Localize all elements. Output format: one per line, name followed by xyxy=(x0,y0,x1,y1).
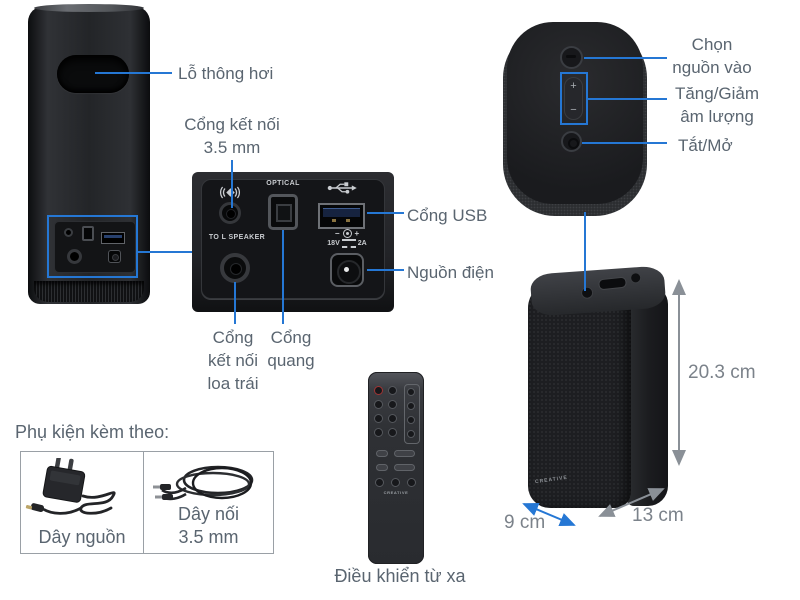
current-label: 2A xyxy=(357,240,367,247)
left-speaker-port-label: TO L SPEAKER xyxy=(208,234,266,241)
label-line: Cổng xyxy=(212,328,254,347)
remote-button xyxy=(388,386,397,395)
dc-symbol-icon xyxy=(341,239,356,248)
polarity-icon: − + xyxy=(322,229,372,238)
aux-35mm-jack xyxy=(219,202,241,224)
accessory-power-cable: Dây nguồn xyxy=(21,452,143,553)
mini-aux-jack xyxy=(64,228,73,237)
remote-treble-minus xyxy=(376,450,388,457)
remote-button xyxy=(374,428,383,437)
label-line: nguồn vào xyxy=(672,58,752,77)
remote-button xyxy=(374,400,383,409)
callout-optical: Cổng quang xyxy=(263,326,319,372)
label-line: Cổng xyxy=(270,328,312,347)
polarity-plus: + xyxy=(354,229,360,238)
remote-bass-plus xyxy=(394,464,415,471)
remote-button xyxy=(407,388,415,396)
remote-button xyxy=(388,428,397,437)
remote-button xyxy=(374,414,383,423)
callout-volume: Tăng/Giảm âm lượng xyxy=(667,82,767,128)
usb-contact xyxy=(346,219,350,222)
dimension-height: 20.3 cm xyxy=(688,362,756,383)
usb-icon xyxy=(327,182,357,194)
callout-vent: Lỗ thông hơi xyxy=(178,64,274,83)
power-rating: 18V 2A xyxy=(320,239,374,248)
callout-35mm-jack: Cổng kết nối 3.5 mm xyxy=(172,113,292,159)
optical-port-label: OPTICAL xyxy=(266,180,300,187)
mini-left-speaker-jack xyxy=(67,249,82,264)
remote-bass-minus xyxy=(376,464,388,471)
aux-cable-illustration xyxy=(153,465,254,501)
remote-vol-button xyxy=(391,478,400,487)
usb-tongue xyxy=(323,208,360,217)
label-line: Dây nối xyxy=(177,504,240,524)
label-line: âm lượng xyxy=(680,107,754,126)
remote-button xyxy=(407,416,415,424)
vent-hole xyxy=(57,55,129,93)
power-adapter-illustration xyxy=(25,458,116,515)
label-line: kết nối xyxy=(207,351,259,370)
accessory-label: Dây nguồn xyxy=(38,527,126,547)
remote-control: CREATIVE xyxy=(368,372,424,564)
mini-dc-jack xyxy=(108,250,121,263)
source-select-button xyxy=(560,46,583,69)
callout-power-toggle: Tắt/Mở xyxy=(678,136,733,155)
dimension-width: 13 cm xyxy=(632,505,684,526)
remote-vol-button xyxy=(375,478,384,487)
dc-jack-ring xyxy=(337,260,361,284)
volume-up-mark: + xyxy=(570,80,577,92)
accessories-box: Dây nguồn Dây nối 3.5 mm xyxy=(20,451,274,554)
mini-usb-port xyxy=(101,232,125,244)
dc-jack-pin xyxy=(344,267,349,272)
label-line: 3.5 mm xyxy=(203,138,261,157)
dc-power-jack xyxy=(330,253,364,287)
label-line: Chọn xyxy=(691,35,733,54)
usb-contact xyxy=(332,219,336,222)
callout-remote: Điều khiển từ xa xyxy=(334,566,466,586)
volume-rocker: + − xyxy=(564,77,583,120)
label-line: Tăng/Giảm xyxy=(674,84,760,103)
polarity-minus: − xyxy=(334,229,340,238)
optical-port xyxy=(268,194,298,230)
power-button xyxy=(561,131,582,152)
callout-usb: Cổng USB xyxy=(407,206,488,225)
remote-button xyxy=(407,430,415,438)
callout-source-select: Chọn nguồn vào xyxy=(662,33,762,79)
tower-speaker-base-grille xyxy=(34,281,144,302)
accessory-aux-cable: Dây nối 3.5 mm xyxy=(143,452,273,553)
speaker3d-top-button xyxy=(580,286,594,300)
speaker3d-front-grille xyxy=(528,282,631,508)
remote-treble-plus xyxy=(394,450,415,457)
accessories-heading: Phụ kiện kèm theo: xyxy=(15,422,170,442)
label-line: quang xyxy=(267,351,315,370)
remote-button xyxy=(388,414,397,423)
center-positive-dot xyxy=(342,229,352,238)
remote-vol-button xyxy=(407,478,416,487)
volume-down-mark: − xyxy=(570,104,577,116)
left-speaker-jack xyxy=(220,253,250,283)
tower-speaker-top-rim xyxy=(34,4,144,12)
label-line: loa trái xyxy=(207,374,259,393)
callout-left-speaker: Cổng kết nối loa trái xyxy=(203,326,263,395)
accessory-label: Dây nối 3.5 mm xyxy=(144,503,273,549)
remote-standby-button xyxy=(374,386,383,395)
label-line: 3.5 mm xyxy=(178,527,239,547)
label-line: Cổng kết nối xyxy=(184,115,280,134)
voltage-label: 18V xyxy=(327,240,340,247)
rear-ports-closeup: OPTICAL TO L SPEAKER − + 18V 2A xyxy=(192,172,394,312)
callout-power-in: Nguồn điện xyxy=(407,263,494,282)
brand-logo: CREATIVE xyxy=(383,490,409,495)
remote-button xyxy=(407,402,415,410)
aux-in-icon xyxy=(220,186,240,199)
speaker3d-top-button xyxy=(629,271,642,284)
remote-button xyxy=(388,400,397,409)
mini-optical-port xyxy=(82,226,94,241)
tower-ports-area xyxy=(54,221,136,273)
remote-button-group xyxy=(404,384,420,444)
dimension-depth: 9 cm xyxy=(504,512,546,533)
usb-port xyxy=(318,203,365,229)
speaker3d-top-rocker xyxy=(598,276,628,291)
speaker3d-side-face xyxy=(626,286,668,506)
